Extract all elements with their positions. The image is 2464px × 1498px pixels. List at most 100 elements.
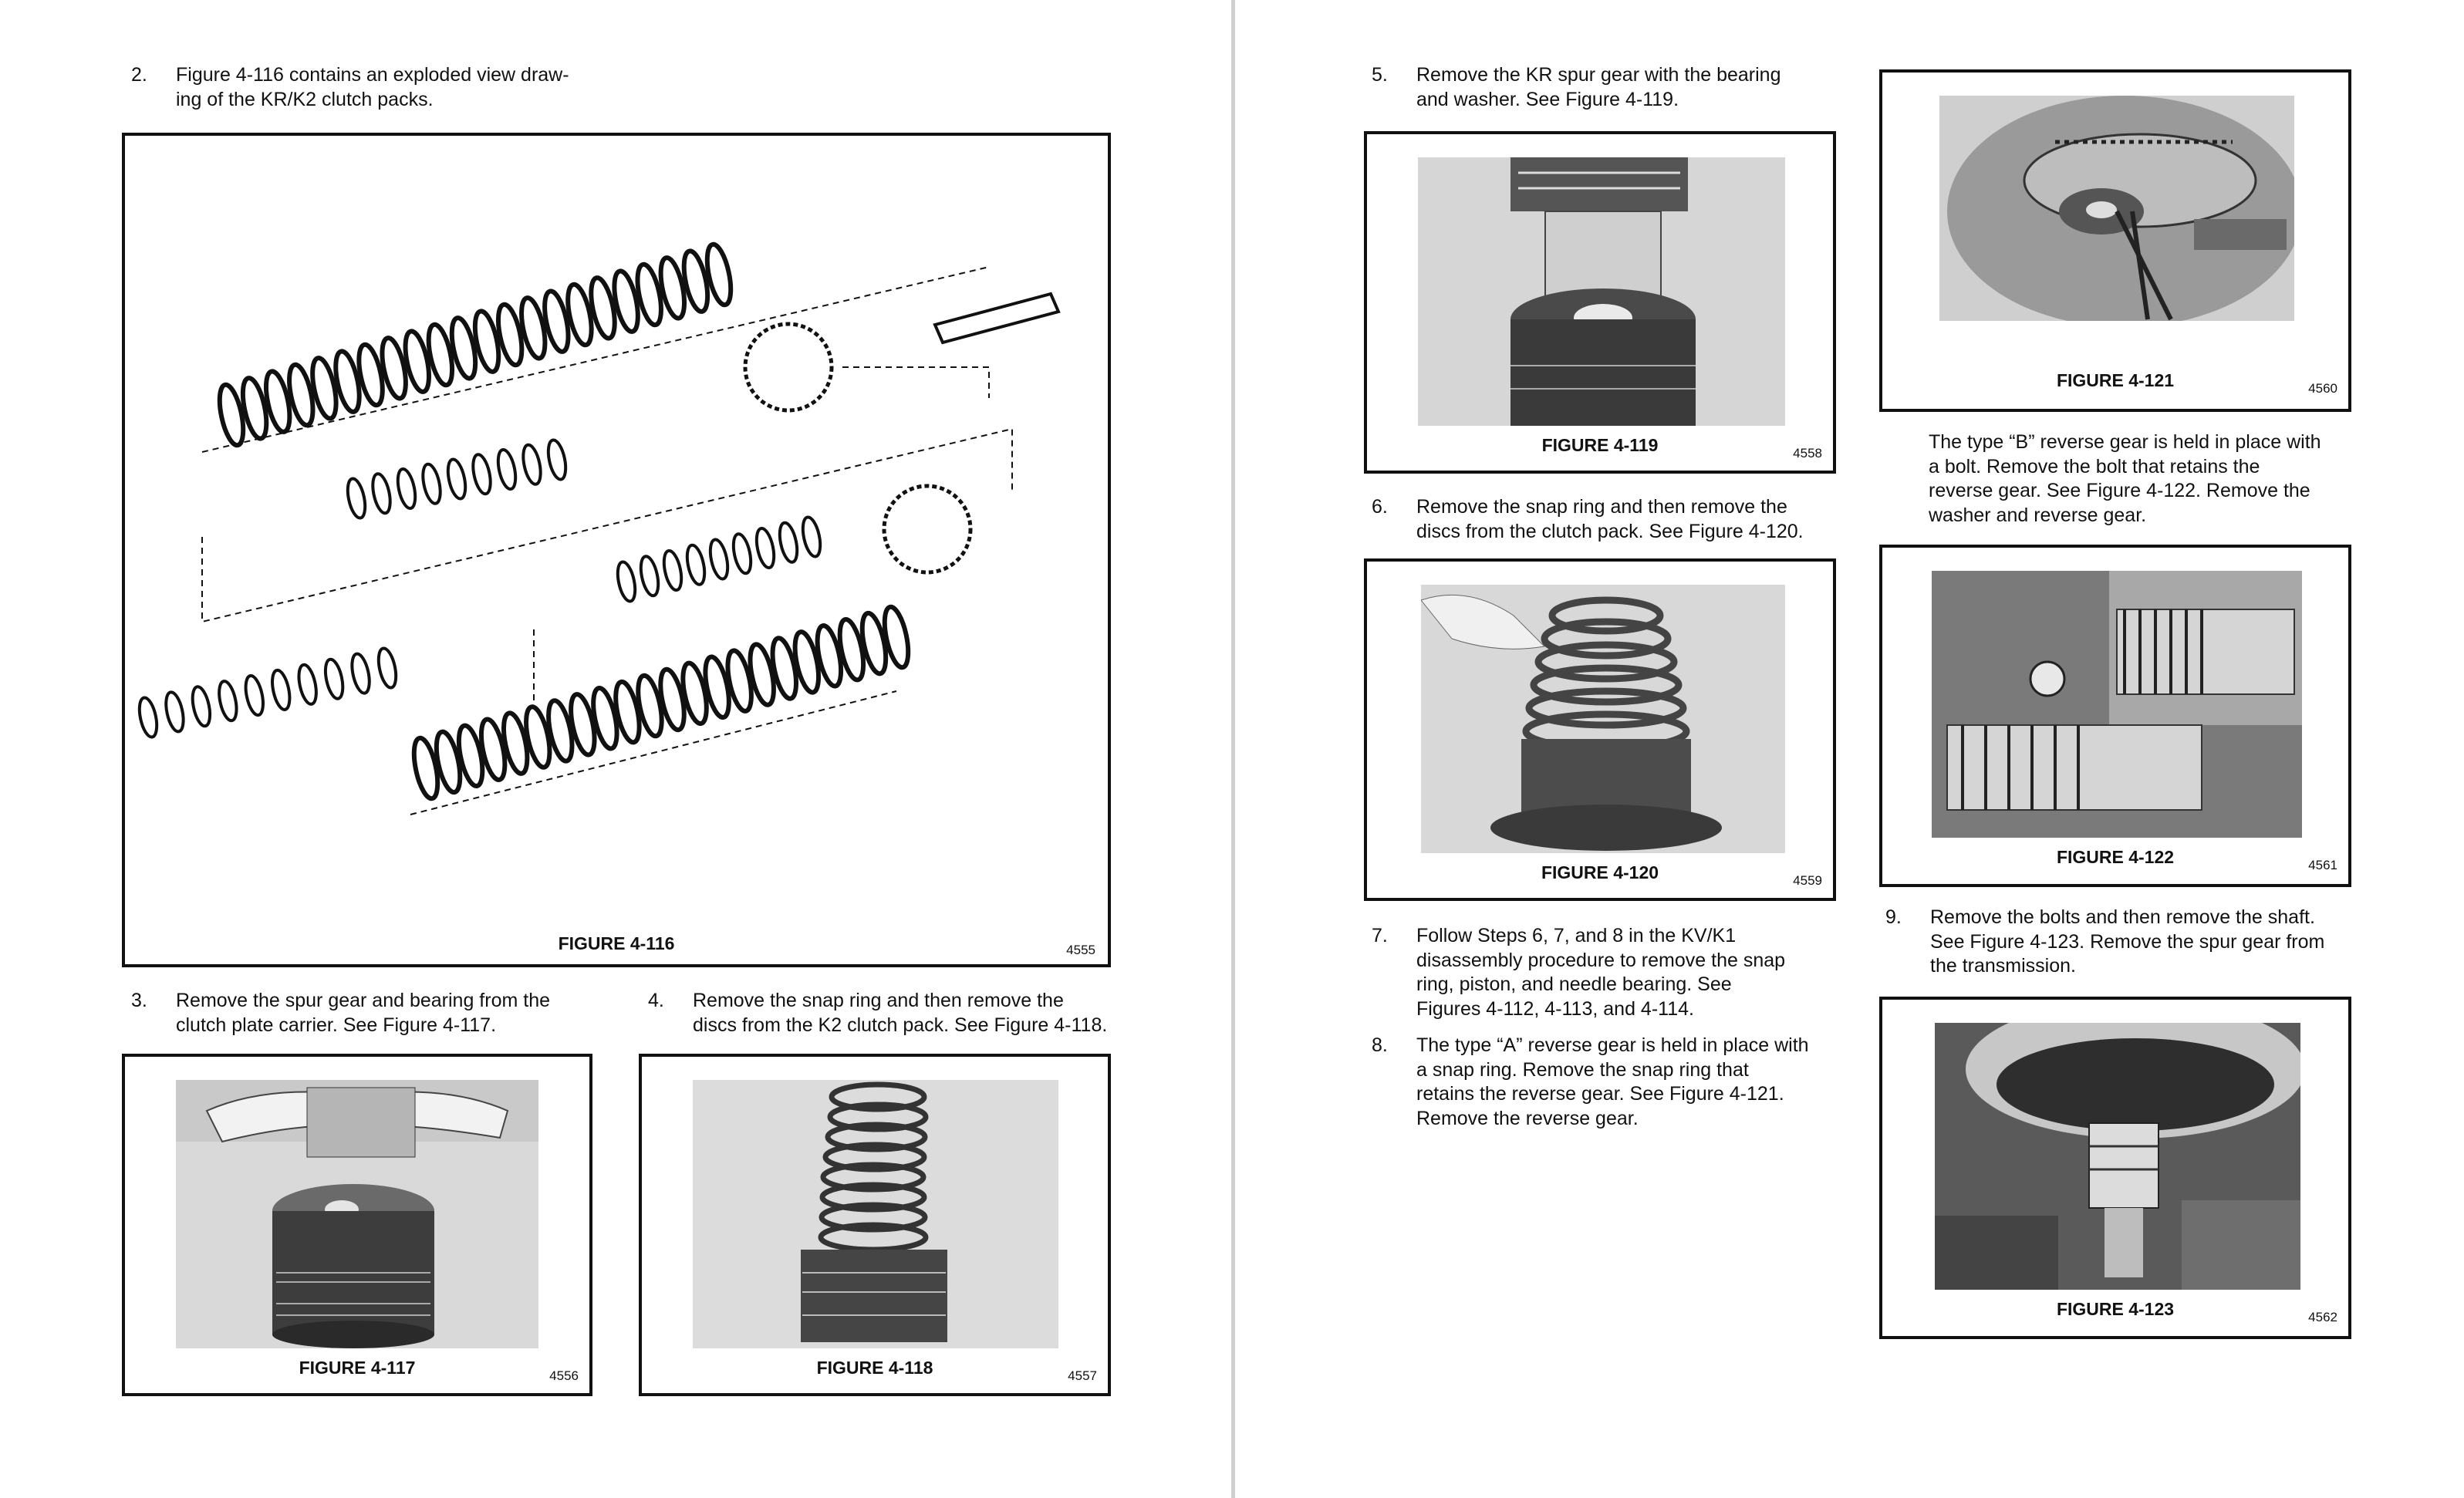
clutch-disc	[725, 648, 754, 714]
paragraph-line: washer and reverse gear.	[1929, 504, 2147, 526]
photo-clutch-pack-discs	[1421, 585, 1785, 853]
step-number: 9.	[1885, 906, 1902, 928]
clutch-disc	[356, 342, 385, 408]
ring-part	[801, 515, 822, 558]
clutch-disc	[748, 642, 776, 707]
clutch-disc	[449, 315, 478, 381]
ring-part	[271, 668, 292, 711]
clutch-disc	[565, 282, 594, 348]
ring-part	[496, 447, 518, 491]
ring-part	[297, 663, 318, 706]
figure-caption: FIGURE 4-123	[2056, 1299, 2175, 1319]
clutch-disc	[217, 382, 246, 448]
paragraph-line: a bolt. Remove the bolt that retains the	[1929, 455, 2260, 477]
shaft	[933, 292, 1061, 345]
step-text-line: Remove the bolts and then remove the sha…	[1930, 906, 2315, 928]
figure-caption: FIGURE 4-116	[558, 933, 675, 953]
photo-type-b-reverse-gear	[1932, 571, 2302, 838]
ring-part	[685, 543, 707, 586]
clutch-disc	[472, 309, 501, 374]
ring-part	[639, 555, 660, 598]
ring-part	[616, 560, 637, 603]
ring-part	[376, 646, 398, 690]
ring-part	[708, 538, 730, 581]
step-text-line: discs from the K2 clutch pack. See Figur…	[693, 1014, 1108, 1036]
clutch-disc	[658, 666, 687, 733]
ring-part	[521, 443, 542, 486]
step-text-line: Remove the KR spur gear with the bearing	[1416, 64, 1781, 86]
ring-part	[244, 674, 265, 717]
ring-part	[164, 690, 185, 734]
ring-part	[323, 657, 345, 700]
leader-line	[842, 366, 990, 398]
figure-code: 4557	[1068, 1368, 1097, 1383]
figure-caption: FIGURE 4-120	[1541, 862, 1659, 882]
clutch-disc	[882, 604, 911, 670]
paragraph-line: The type “B” reverse gear is held in pla…	[1929, 431, 2321, 453]
step-text-line: See Figure 4-123. Remove the spur gear f…	[1930, 930, 2325, 953]
clutch-disc	[310, 356, 339, 421]
step-text-line: and washer. See Figure 4-119.	[1416, 88, 1679, 110]
clutch-disc	[519, 295, 548, 361]
type-b-paragraph: The type “B” reverse gear is held in pla…	[1929, 430, 2407, 528]
ring-part	[137, 696, 159, 739]
figure-caption: FIGURE 4-122	[2056, 847, 2175, 867]
clutch-disc	[703, 654, 731, 720]
ring-part	[662, 548, 684, 592]
clutch-disc	[546, 698, 575, 764]
clutch-disc	[403, 329, 431, 394]
clutch-disc	[681, 248, 711, 314]
spur-gear	[882, 484, 973, 575]
step-number: 5.	[1372, 64, 1388, 86]
step-number: 3.	[131, 990, 147, 1011]
ring-part	[778, 521, 799, 564]
leader-line	[201, 266, 990, 453]
step-text-line: Remove the snap ring and then remove the	[1416, 496, 1787, 518]
clutch-disc	[478, 717, 508, 782]
clutch-disc	[524, 704, 552, 770]
figure-4-120: FIGURE 4-120 4559	[1364, 558, 1836, 901]
clutch-disc	[589, 275, 617, 341]
figure-4-117: FIGURE 4-117 4556	[122, 1054, 592, 1396]
figure-caption: FIGURE 4-118	[816, 1358, 933, 1378]
clutch-disc	[542, 288, 571, 354]
figure-code: 4561	[2308, 858, 2337, 872]
clutch-disc	[426, 322, 455, 388]
clutch-disc	[612, 268, 640, 334]
ring-part	[731, 532, 753, 575]
ring-part	[446, 457, 467, 501]
step-text-line: ing of the KR/K2 clutch packs.	[176, 88, 434, 110]
step-number: 4.	[648, 990, 664, 1011]
step-text-line: Figures 4-112, 4-113, and 4-114.	[1416, 997, 1694, 1020]
figure-code: 4559	[1793, 873, 1822, 888]
ring-part	[421, 462, 442, 505]
figure-4-122: FIGURE 4-122 4561	[1879, 545, 2351, 887]
clutch-disc	[240, 376, 269, 441]
ring-part	[471, 453, 492, 496]
clutch-disc	[770, 636, 798, 701]
clutch-disc	[495, 302, 525, 368]
page-divider	[1231, 0, 1235, 1498]
figure-caption: FIGURE 4-119	[1541, 435, 1659, 455]
clutch-disc	[837, 616, 866, 683]
step-text-line: The type “A” reverse gear is held in pla…	[1416, 1034, 1809, 1056]
figure-code: 4562	[2308, 1310, 2337, 1324]
ring-part	[371, 472, 392, 515]
clutch-disc	[636, 673, 664, 739]
figure-code: 4555	[1066, 943, 1095, 957]
ring-part	[346, 477, 367, 520]
figure-caption: FIGURE 4-117	[299, 1358, 416, 1378]
clutch-disc	[411, 735, 440, 801]
step-text-line: ring, piston, and needle bearing. See	[1416, 973, 1732, 995]
ring-part	[396, 467, 417, 511]
figure-4-119: FIGURE 4-119 4558	[1364, 131, 1836, 474]
step-number: 8.	[1372, 1034, 1388, 1056]
step-text-line: Figure 4-116 contains an exploded view d…	[176, 64, 569, 86]
photo-shaft-removal	[1935, 1023, 2300, 1290]
clutch-disc	[815, 623, 844, 689]
clutch-disc	[680, 660, 709, 727]
figure-code: 4558	[1793, 446, 1822, 461]
figure-caption: FIGURE 4-121	[2056, 370, 2175, 390]
step-number: 6.	[1372, 496, 1388, 518]
step-text-line: Remove the spur gear and bearing from th…	[176, 990, 550, 1011]
